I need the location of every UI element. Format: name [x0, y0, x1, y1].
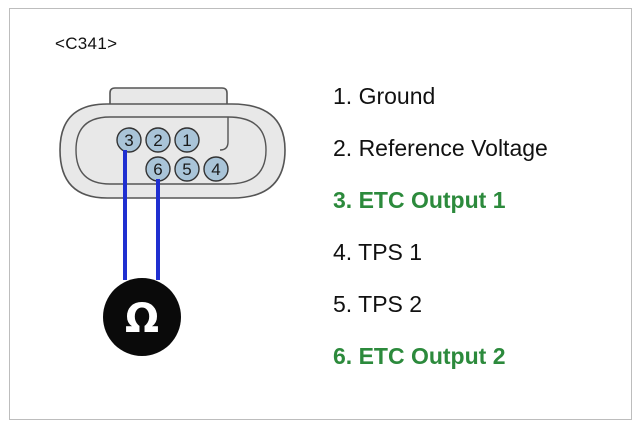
pin-circles: 3 2 1 6 5 4 — [116, 127, 229, 182]
pin-5: 5 — [174, 156, 200, 182]
pin-legend-item-2: 2. Reference Voltage — [333, 135, 548, 161]
pin-2: 2 — [145, 127, 171, 153]
svg-text:2: 2 — [153, 131, 162, 150]
connector-label: <C341> — [55, 34, 118, 53]
svg-text:1: 1 — [182, 131, 191, 150]
pin-4: 4 — [203, 156, 229, 182]
diagram-frame — [9, 8, 632, 420]
svg-text:3: 3 — [124, 131, 133, 150]
pin-legend-item-4: 4. TPS 1 — [333, 239, 423, 265]
pin-3: 3 — [116, 127, 142, 153]
ohmmeter-icon: Ω — [103, 278, 181, 356]
connector-housing — [59, 87, 286, 199]
pin-legend: 1. Ground 2. Reference Voltage 3. ETC Ou… — [333, 78, 548, 390]
pin-legend-item-5: 5. TPS 2 — [333, 291, 423, 317]
pin-legend-item-6: 6. ETC Output 2 — [333, 343, 506, 369]
pin-legend-item-1: 1. Ground — [333, 83, 436, 109]
pin-legend-item-3: 3. ETC Output 1 — [333, 187, 506, 213]
svg-text:6: 6 — [153, 160, 162, 179]
svg-text:5: 5 — [182, 160, 191, 179]
pin-6: 6 — [145, 156, 171, 182]
pin-1: 1 — [174, 127, 200, 153]
svg-text:4: 4 — [211, 160, 220, 179]
svg-text:Ω: Ω — [125, 296, 159, 342]
